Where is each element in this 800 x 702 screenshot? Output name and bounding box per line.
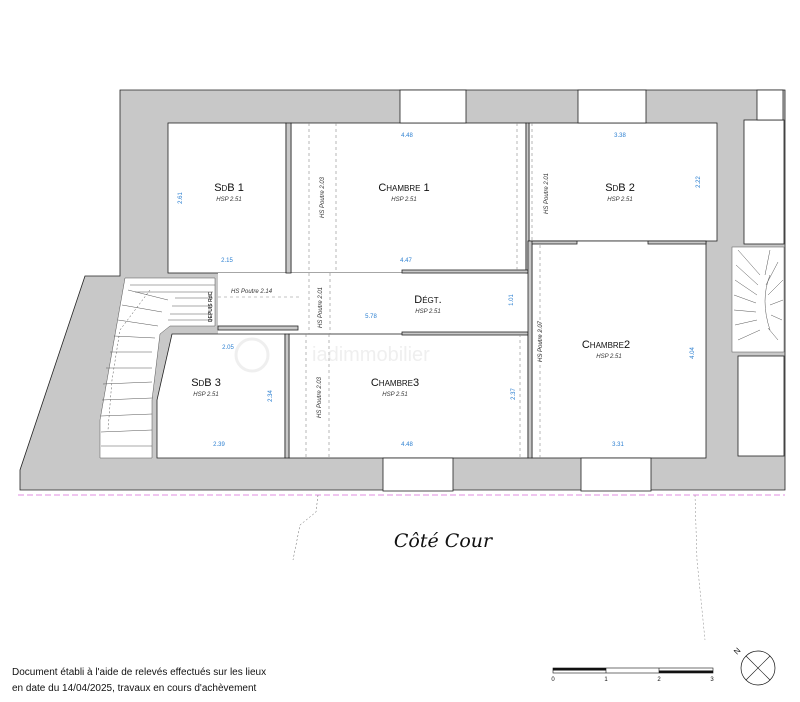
side-label: Côté Cour [394,530,494,552]
room-hsp-sdb3: HSP 2.51 [193,392,218,398]
dimension-label: 4.48 [401,442,413,448]
dimension-label: 1.01 [509,294,515,306]
stair-origin-label: DEPUIS RdC [208,291,214,322]
dimension-label: 4.04 [690,347,696,359]
dimension-label: 2.39 [213,442,225,448]
dimension-label: 3.31 [612,442,624,448]
room-chambre2 [531,240,707,459]
dimension-label: 4.47 [400,258,412,264]
dimension-label: 2.61 [178,192,184,204]
room-degt [218,273,528,334]
dimension-label: 5.78 [365,314,377,320]
staircase-left [99,277,216,459]
room-hsp-chambre2: HSP 2.51 [596,354,621,360]
beam-label: HS Poutre 2.01 [544,173,550,214]
beam-lines [218,123,541,458]
courtyard-outline [292,494,319,561]
svg-text:iadimmobilier: iadimmobilier [312,344,430,366]
beam-label: HS Poutre 2.03 [317,376,323,418]
scale-tick: 0 [551,677,555,683]
dimension-label: 2.15 [221,258,233,264]
dimension-label: 2.05 [222,345,234,351]
dimension-label: 3.38 [614,133,626,139]
room-sdb1 [167,122,287,274]
room-hsp-degt: HSP 2.51 [415,309,440,315]
room-name-sdb3: SdB 3 [191,377,221,389]
scale-tick: 2 [657,677,661,683]
staircase-right [731,246,785,353]
room-name-chambre2: Chambre2 [582,339,630,351]
dimension-label: 2.34 [268,390,274,402]
scale-tick: 3 [710,677,714,683]
room-sdb3 [156,333,286,459]
room-hsp-chambre3: HSP 2.51 [382,392,407,398]
beam-label: HS Poutre 2.14 [231,289,273,295]
room-right-edge [743,119,785,245]
beam-label: HS Poutre 2.01 [318,287,324,328]
footer-note-line1: Document établi à l'aide de relevés effe… [12,667,267,678]
footer-note-line2: en date du 14/04/2025, travaux en cours … [12,683,257,694]
partitions [217,122,707,459]
compass-icon: N [732,646,776,686]
room-hsp-sdb2: HSP 2.51 [607,197,632,203]
windows [382,89,784,492]
room-name-sdb1: SdB 1 [214,182,244,194]
courtyard-outline-right [694,494,706,641]
beam-label: HS Poutre 2.07 [538,320,544,362]
scale-bar: 0 1 2 3 [551,667,714,683]
scale-tick: 1 [604,677,608,683]
dimension-label: 2.37 [511,388,517,400]
room-hsp-sdb1: HSP 2.51 [216,197,241,203]
room-hsp-chambre1: HSP 2.51 [391,197,416,203]
beam-label: HS Poutre 2.03 [320,176,326,218]
room-name-degt: Dégt. [414,294,441,306]
watermark: iadimmobilier [234,337,430,373]
room-name-sdb2: SdB 2 [605,182,635,194]
dimension-label: 4.48 [401,133,413,139]
room-right-lower [737,355,785,457]
room-name-chambre1: Chambre 1 [378,182,429,194]
dimension-label: 2.22 [696,176,702,188]
compass-north-label: N [732,646,743,657]
room-name-chambre3: Chambre3 [371,377,419,389]
room-sdb2 [528,122,718,242]
